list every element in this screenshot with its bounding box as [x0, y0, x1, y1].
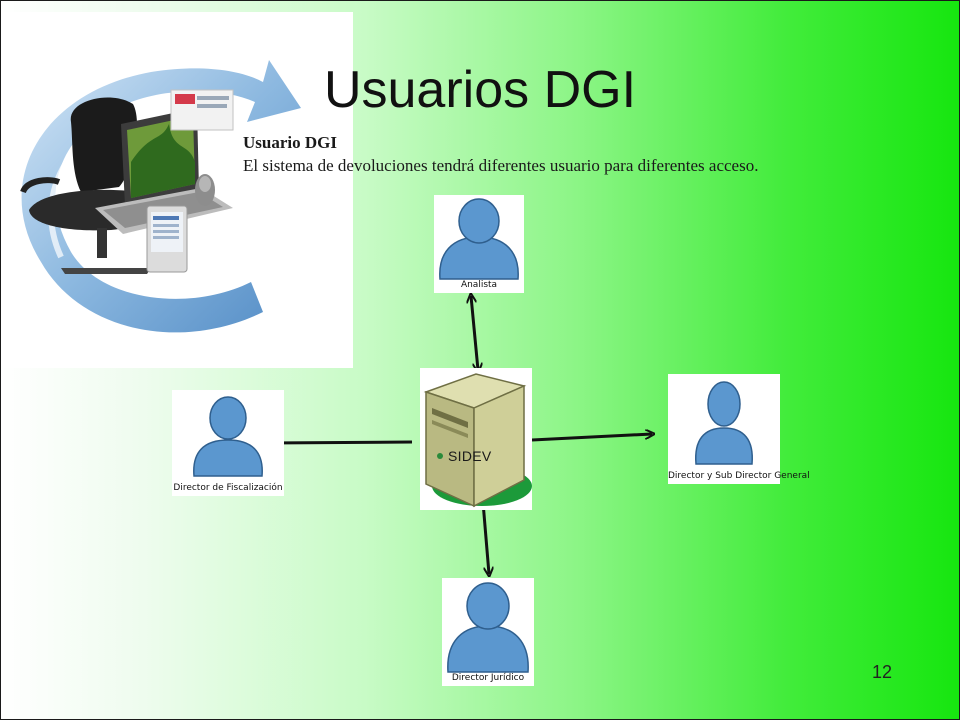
user-node-fiscalizacion: Director de Fiscalización: [172, 390, 284, 496]
user-node-general: Director y Sub Director General: [668, 374, 810, 484]
slide-description: Usuario DGI El sistema de devoluciones t…: [243, 131, 823, 177]
user-label: Director de Fiscalización: [173, 483, 283, 493]
hero-illustration: [1, 12, 353, 368]
description-body: El sistema de devoluciones tendrá difere…: [243, 156, 759, 175]
server-node: [420, 368, 532, 510]
server-label: SIDEV: [448, 448, 492, 464]
user-label: Director Jurídico: [451, 673, 525, 683]
user-icon: [193, 396, 263, 477]
tablet-icon: [146, 205, 188, 273]
user-icon: [695, 381, 753, 465]
software-box-icon: [170, 89, 234, 131]
user-node-analista: Analista: [434, 195, 524, 293]
user-label: Director y Sub Director General: [668, 471, 810, 481]
user-label: Analista: [460, 280, 498, 290]
office-cycle-illustration: [20, 60, 301, 333]
user-node-juridico: Director Jurídico: [442, 578, 534, 686]
mouse-icon: [195, 174, 215, 206]
slide-title: Usuarios DGI: [323, 61, 637, 119]
user-icon: [447, 582, 529, 673]
arrow-server-general: [531, 434, 652, 442]
arrow-server-fiscalizacion: [268, 442, 413, 443]
description-heading: Usuario DGI: [243, 133, 337, 152]
arrow-server-analista: [471, 296, 478, 370]
user-icon: [439, 198, 519, 280]
page-number: 12: [872, 662, 893, 682]
server-tower-icon: [423, 373, 532, 508]
